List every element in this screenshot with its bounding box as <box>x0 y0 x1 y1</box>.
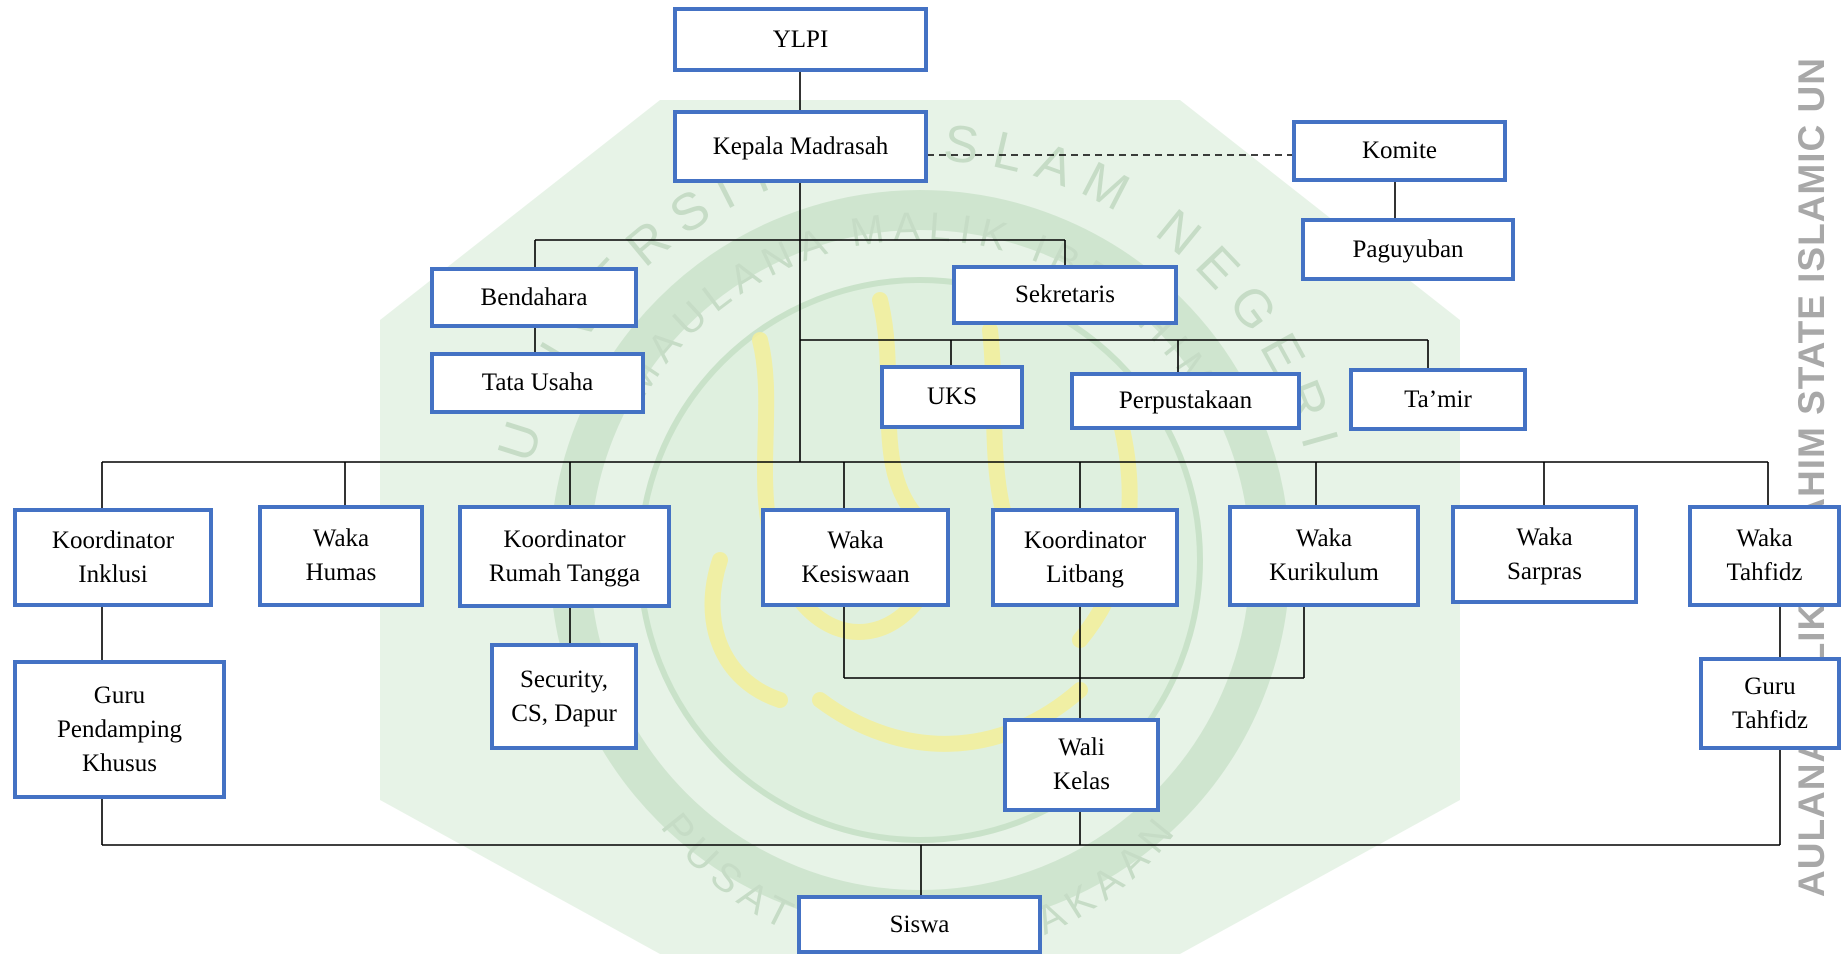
node-label: Security, CS, Dapur <box>511 665 617 727</box>
node-label: Waka Kesiswaan <box>801 526 910 588</box>
node-sekretaris: Sekretaris <box>952 265 1178 325</box>
node-label: Waka Kurikulum <box>1269 525 1379 586</box>
node-paguyuban: Paguyuban <box>1301 218 1515 281</box>
node-label: Guru Tahfidz <box>1732 672 1808 734</box>
node-waka-kesiswaan: Waka Kesiswaan <box>761 508 950 607</box>
node-waka-humas: Waka Humas <box>258 505 424 607</box>
node-label: Koordinator Rumah Tangga <box>488 525 641 587</box>
node-ylpi: YLPI <box>673 7 928 72</box>
node-uks: UKS <box>880 365 1024 429</box>
node-koordinator-rumah-tangga: Koordinator Rumah Tangga <box>458 505 671 608</box>
node-komite: Komite <box>1292 120 1507 182</box>
node-perpustakaan: Perpustakaan <box>1070 372 1301 430</box>
node-label: UKS <box>926 383 977 410</box>
node-label: Tata Usaha <box>481 369 594 396</box>
node-guru-pendamping-khusus: Guru Pendamping Khusus <box>13 660 226 799</box>
node-koordinator-litbang: Koordinator Litbang <box>991 508 1179 607</box>
node-label: Wali Kelas <box>1053 734 1110 795</box>
node-security-cs-dapur: Security, CS, Dapur <box>490 643 638 750</box>
node-tamir: Ta’mir <box>1349 368 1527 431</box>
node-waka-tahfidz: Waka Tahfidz <box>1688 505 1841 607</box>
node-label: Kepala Madrasah <box>712 132 889 160</box>
node-label: Paguyuban <box>1352 235 1464 263</box>
node-label: Perpustakaan <box>1118 387 1253 414</box>
node-tata-usaha: Tata Usaha <box>430 352 645 414</box>
node-label: Waka Tahfidz <box>1726 525 1803 586</box>
node-label: Waka Humas <box>305 525 377 586</box>
node-guru-tahfidz: Guru Tahfidz <box>1699 657 1841 750</box>
node-label: YLPI <box>772 25 829 53</box>
node-bendahara: Bendahara <box>430 267 638 328</box>
node-label: Koordinator Litbang <box>1023 526 1147 588</box>
node-label: Bendahara <box>480 283 588 311</box>
node-label: Siswa <box>889 910 950 938</box>
node-kepala-madrasah: Kepala Madrasah <box>673 110 928 183</box>
node-waka-kurikulum: Waka Kurikulum <box>1228 505 1420 607</box>
node-koordinator-inklusi: Koordinator Inklusi <box>13 508 213 607</box>
node-label: Sekretaris <box>1015 281 1115 308</box>
node-label: Ta’mir <box>1404 385 1472 413</box>
node-label: Waka Sarpras <box>1507 523 1582 585</box>
node-label: Komite <box>1362 137 1437 164</box>
node-siswa: Siswa <box>797 895 1042 954</box>
node-wali-kelas: Wali Kelas <box>1003 718 1160 812</box>
node-label: Koordinator Inklusi <box>51 526 175 588</box>
node-label: Guru Pendamping Khusus <box>57 681 182 777</box>
node-waka-sarpras: Waka Sarpras <box>1451 505 1638 604</box>
